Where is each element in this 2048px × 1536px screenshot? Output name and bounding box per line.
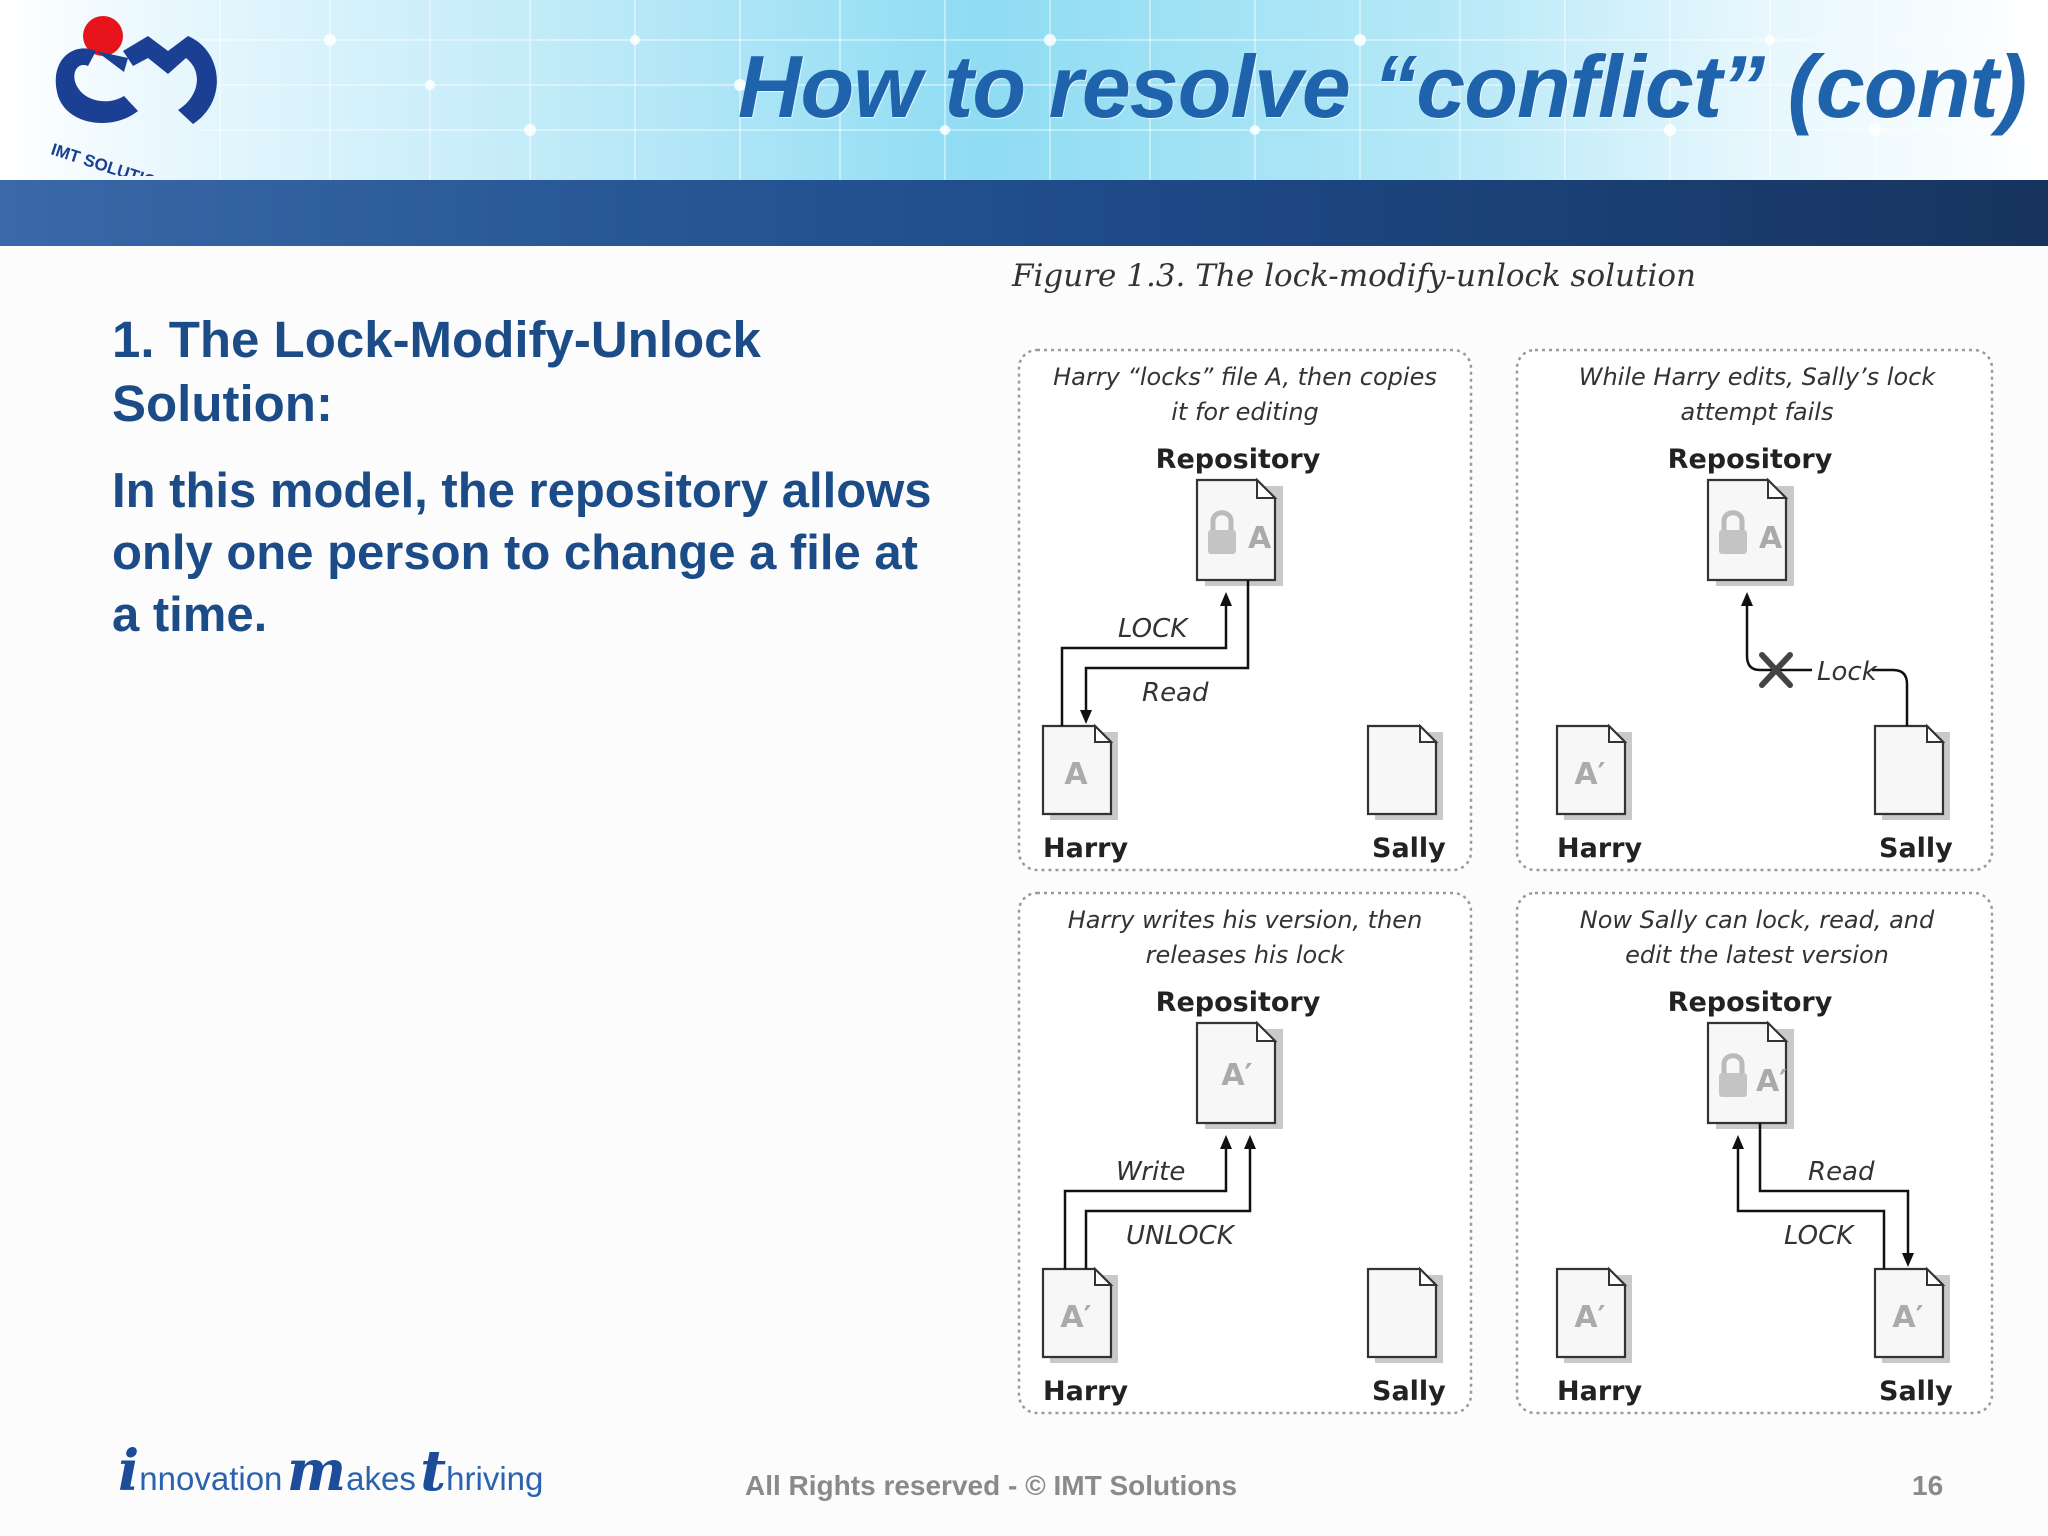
harry-file-icon: A [1041, 723, 1118, 820]
harry-label: Harry [1557, 833, 1642, 864]
slide-title: How to resolve “conflict” (cont) [737, 37, 2027, 136]
copyright-notice: All Rights reserved - © IMT Solutions [745, 1470, 1238, 1501]
lock-modify-unlock-diagram: Harry “locks” file A, then copies it for… [1017, 348, 1994, 1415]
section-heading: 1. The Lock-Modify-Unlock Solution: [112, 308, 992, 436]
arrow-label: Read [1142, 678, 1209, 708]
lock-arrow [1736, 1145, 1886, 1269]
sally-file-label: A′ [1892, 1300, 1923, 1335]
panel-frame [1515, 348, 1994, 872]
arrow-label: Read [1808, 1157, 1875, 1187]
harry-file-label: A′ [1574, 1300, 1605, 1335]
lock-arrow [1060, 602, 1228, 726]
panel-caption: Harry “locks” file A, then copies [1053, 363, 1437, 391]
tagline-initial: i [118, 1438, 140, 1504]
sally-label: Sally [1372, 1376, 1446, 1407]
repository-file-label: A′ [1221, 1058, 1252, 1093]
repository-file-icon: A′ [1195, 1020, 1283, 1129]
sally-label: Sally [1879, 1376, 1953, 1407]
write-arrow [1063, 1145, 1228, 1269]
read-arrow [1084, 580, 1250, 714]
harry-file-icon: A′ [1041, 1266, 1118, 1363]
panel-caption: releases his lock [1146, 941, 1346, 969]
panel-frame [1017, 891, 1473, 1415]
unlock-arrow [1084, 1145, 1252, 1269]
logo-text: IMT SOLUTIONS [49, 140, 182, 176]
sally-label: Sally [1372, 833, 1446, 864]
arrow-label: LOCK [1118, 614, 1189, 644]
repository-label: Repository [1156, 444, 1321, 475]
panel-4: Now Sally can lock, read, and edit the l… [1515, 891, 1994, 1415]
repository-label: Repository [1668, 444, 1833, 475]
harry-file-label: A′ [1574, 757, 1605, 792]
body-line: a time. [112, 588, 268, 642]
harry-file-label: A [1064, 757, 1088, 792]
tagline-word: hriving [446, 1460, 544, 1497]
figure-caption: Figure 1.3. The lock-modify-unlock solut… [1012, 258, 1696, 294]
header-band [0, 180, 2048, 246]
harry-file-label: A′ [1060, 1300, 1091, 1335]
harry-file-icon: A′ [1555, 723, 1632, 820]
fail-x-icon [1759, 652, 1793, 688]
repository-file-icon: A′ [1706, 1020, 1794, 1129]
sally-file-icon [1366, 1266, 1443, 1363]
read-arrow [1758, 1123, 1910, 1257]
panel-caption: it for editing [1171, 398, 1319, 426]
tagline-initial: m [286, 1438, 347, 1504]
arrow-label: LOCK [1784, 1221, 1855, 1251]
sally-file-icon [1366, 723, 1443, 820]
heading-line: Solution: [112, 375, 333, 432]
body-line: only one person to change a file at [112, 526, 918, 580]
repository-file-icon: A [1706, 477, 1794, 586]
panel-caption: edit the latest version [1625, 941, 1889, 969]
panel-frame [1017, 348, 1473, 872]
repository-file-label: A [1759, 521, 1783, 556]
harry-file-icon: A′ [1555, 1266, 1632, 1363]
sally-file-icon [1873, 723, 1950, 820]
repository-label: Repository [1668, 987, 1833, 1018]
harry-label: Harry [1043, 1376, 1128, 1407]
panel-2: While Harry edits, Sally’s lock attempt … [1515, 348, 1994, 872]
arrow-label: Lock [1817, 657, 1878, 687]
repository-file-label: A [1248, 521, 1272, 556]
repository-file-label: A′ [1756, 1064, 1787, 1099]
tagline-word: akes [346, 1460, 416, 1497]
failed-lock-arrow [1872, 668, 1909, 726]
harry-label: Harry [1043, 833, 1128, 864]
page-number: 16 [1912, 1470, 1944, 1501]
imt-logo: IMT SOLUTIONS [49, 16, 217, 176]
repository-file-icon: A [1195, 477, 1283, 586]
footer-tagline: innovation makes thriving [118, 1438, 544, 1504]
tagline-initial: t [420, 1438, 447, 1504]
panel-3: Harry writes his version, then releases … [1017, 891, 1473, 1415]
heading-line: 1. The Lock-Modify-Unlock [112, 311, 761, 368]
tagline-word: nnovation [139, 1460, 283, 1497]
panel-1: Harry “locks” file A, then copies it for… [1017, 348, 1473, 872]
repository-label: Repository [1156, 987, 1321, 1018]
panel-caption: Harry writes his version, then [1068, 906, 1423, 934]
body-line: In this model, the repository allows [112, 464, 932, 518]
body-paragraph: In this model, the repository allows onl… [112, 460, 992, 646]
harry-label: Harry [1557, 1376, 1642, 1407]
arrow-label: UNLOCK [1126, 1221, 1236, 1251]
panel-caption: Now Sally can lock, read, and [1580, 906, 1935, 934]
panel-caption: attempt fails [1681, 398, 1834, 426]
slide-header: IMT SOLUTIONS How to resolve “conflict” … [0, 0, 2048, 180]
arrow-label: Write [1116, 1157, 1185, 1187]
header-grid-pattern [200, 0, 2048, 180]
sally-label: Sally [1879, 833, 1953, 864]
sally-file-icon: A′ [1873, 1266, 1950, 1363]
panel-frame [1515, 891, 1994, 1415]
panel-caption: While Harry edits, Sally’s lock [1579, 363, 1937, 391]
